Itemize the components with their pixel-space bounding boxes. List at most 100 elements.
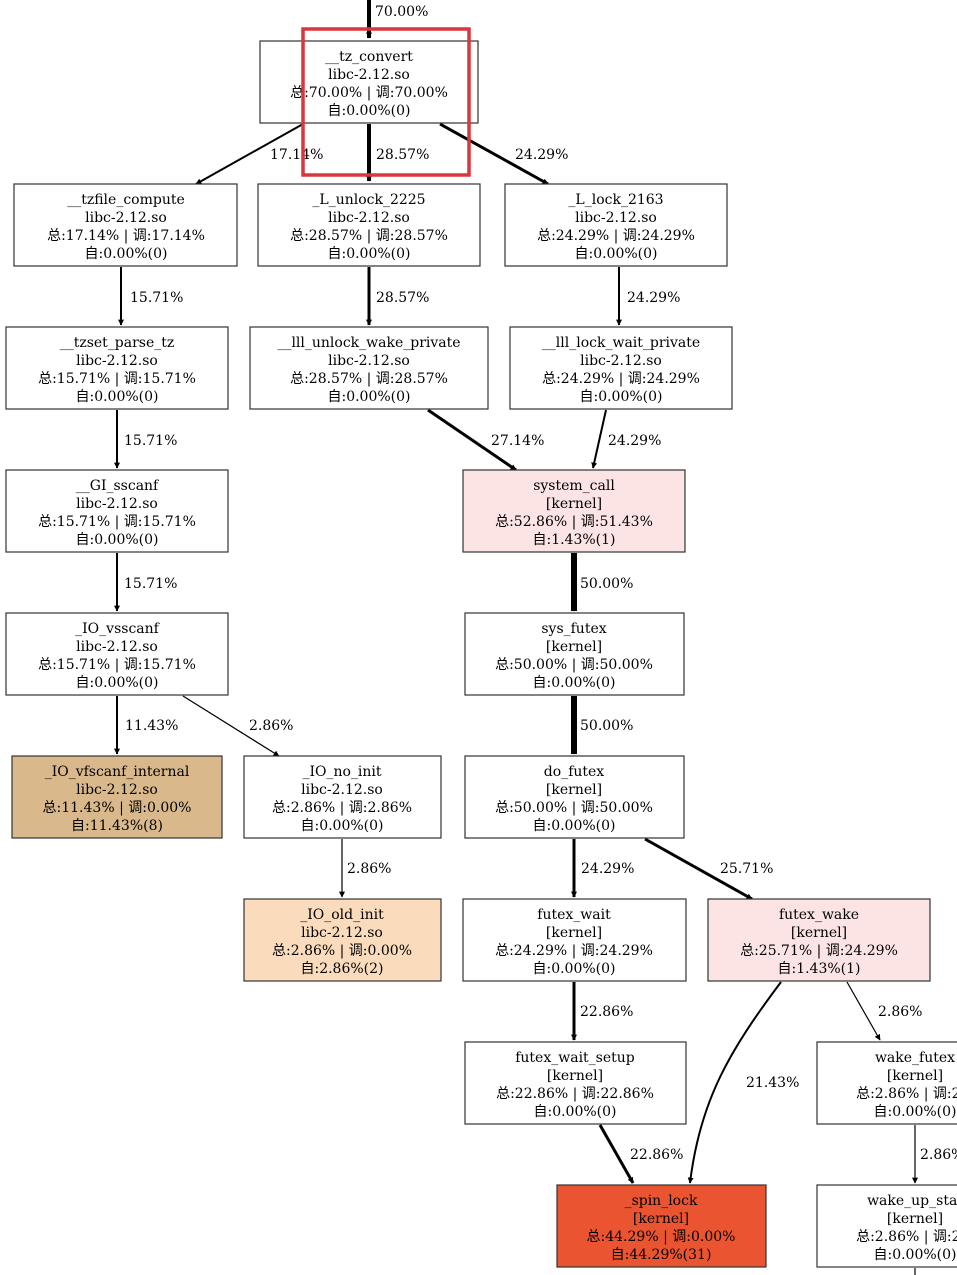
node-total: 总:52.86% | 调:51.43% [495, 514, 653, 530]
node-box [504, 183, 728, 267]
node-box [464, 612, 685, 696]
node-total: 总:44.29% | 调:0.00% [587, 1229, 736, 1245]
node-function-name: do_futex [544, 764, 605, 780]
node-IO_old_init[interactable]: _IO_old_init libc-2.12.so 总:2.86% | 调:0.00… [243, 898, 442, 982]
node-total: 总:24.29% | 调:24.29% [542, 371, 700, 387]
edge-tz_convert-to-L_lock_2163: 24.29% [439, 122, 568, 186]
edge-sys_futex-to-do_futex: 50.00% [571, 696, 633, 755]
node-function-name: __tzfile_compute [67, 192, 185, 208]
node-box [249, 326, 489, 410]
node-total: 总:17.14% | 调:17.14% [47, 228, 205, 244]
node-function-name: _IO_vfscanf_internal [45, 764, 190, 780]
node-lll_unlock_wake_private[interactable]: __lll_unlock_wake_privatelibc-2.12.so总:2… [249, 326, 489, 410]
node-IO_vfscanf_internal[interactable]: _IO_vfscanf_internallibc-2.12.so总:11.43%… [11, 755, 223, 839]
node-module: [kernel] [791, 925, 847, 941]
node-total: 总:28.57% | 调:28.57% [290, 371, 448, 387]
edge-label: 2.86% [878, 1004, 922, 1020]
edge-tz_convert-to-tzfile_compute: 17.14% [195, 123, 323, 185]
edge-IO_vsscanf-to-IO_vfscanf_internal: 11.43% [114, 696, 178, 755]
node-function-name: _L_unlock_2225 [312, 192, 425, 208]
node-box [462, 469, 686, 553]
node-self: 自:0.00%(0) [300, 818, 383, 834]
node-total: 总:15.71% | 调:15.71% [38, 514, 196, 530]
node-do_futex[interactable]: do_futex[kernel]总:50.00% | 调:50.00%自:0.0… [464, 755, 685, 839]
node-self: 自:0.00%(0) [84, 246, 167, 262]
node-wake_up_state[interactable]: wake_up_stat[kernel]总:2.86% | 调:2.8自:0.0… [816, 1184, 957, 1268]
node-module: libc-2.12.so [328, 353, 410, 369]
node-box [556, 1184, 767, 1268]
node-total: 总:50.00% | 调:50.00% [495, 657, 653, 673]
node-self: 自:44.29%(31) [611, 1247, 712, 1263]
edge-label: 24.29% [515, 147, 568, 163]
edge-label: 25.71% [720, 861, 773, 877]
node-module: [kernel] [546, 639, 602, 655]
node-futex_wait[interactable]: futex_wait[kernel]总:24.29% | 调:24.29%自:0… [462, 898, 687, 982]
edge-arrow [195, 123, 304, 185]
node-total: 总:22.86% | 调:22.86% [496, 1086, 654, 1102]
edge-arrow [644, 837, 753, 901]
node-self: 自:0.00%(0) [873, 1104, 956, 1120]
node-module: [kernel] [546, 782, 602, 798]
node-spin_lock[interactable]: _spin_lock[kernel]总:44.29% | 调:0.00%自:44… [556, 1184, 767, 1268]
edge-label: 15.71% [124, 433, 177, 449]
node-total: 总:15.71% | 调:15.71% [38, 657, 196, 673]
node-self: 自:1.43%(1) [777, 961, 860, 977]
edge-label: 50.00% [580, 718, 633, 734]
edge-label: 70.00% [375, 4, 428, 20]
node-sys_futex[interactable]: sys_futex[kernel]总:50.00% | 调:50.00%自:0.… [464, 612, 685, 696]
node-total: 总:2.86% | 调:0.00% [272, 943, 412, 959]
node-futex_wait_setup[interactable]: futex_wait_setup[kernel]总:22.86% | 调:22.… [464, 1041, 687, 1125]
node-self: 自:2.86%(2) [300, 961, 383, 977]
overlay-layer [301, 27, 471, 177]
node-total: 总:24.29% | 调:24.29% [537, 228, 695, 244]
node-futex_wake[interactable]: futex_wake[kernel]总:25.71% | 调:24.29%自:1… [707, 898, 931, 982]
node-self: 自:0.00%(0) [574, 246, 657, 262]
edge-lll_lock_wait_private-to-system_call: 24.29% [591, 409, 661, 469]
node-module: libc-2.12.so [76, 353, 158, 369]
edge-label: 2.86% [249, 718, 293, 734]
node-box [816, 1041, 957, 1125]
node-function-name: wake_futex [875, 1050, 955, 1066]
node-module: libc-2.12.so [76, 496, 158, 512]
edge-tzset_parse_tz-to-GI_sscanf: 15.71% [114, 410, 177, 469]
node-box [462, 898, 687, 982]
node-self: 自:0.00%(0) [327, 389, 410, 405]
node-total: 总:2.86% | 调:2.86% [272, 800, 412, 816]
edge-L_unlock_2225-to-lll_unlock_wake_private: 28.57% [366, 267, 429, 326]
node-function-name: __tz_convert [325, 49, 413, 65]
node-box [5, 469, 229, 553]
node-module: libc-2.12.so [301, 925, 383, 941]
node-total: 总:11.43% | 调:0.00% [43, 800, 192, 816]
node-function-name: _IO_old_init [300, 907, 384, 923]
edge-lll_unlock_wake_private-to-system_call: 27.14% [427, 408, 544, 472]
node-wake_futex[interactable]: wake_futex[kernel]总:2.86% | 调:2.8自:0.00%… [816, 1041, 957, 1125]
node-total: 总:28.57% | 调:28.57% [290, 228, 448, 244]
edge-label: 17.14% [270, 147, 323, 163]
node-module: libc-2.12.so [301, 782, 383, 798]
edge-do_futex-to-futex_wait: 24.29% [571, 839, 634, 898]
edge-futex_wait_setup-to-spin_lock: 22.86% [598, 1124, 683, 1184]
node-self: 自:0.00%(0) [873, 1247, 956, 1263]
node-total: 总:25.71% | 调:24.29% [740, 943, 898, 959]
edge-L_lock_2163-to-lll_lock_wait_private: 24.29% [616, 267, 680, 326]
node-function-name: futex_wait [537, 907, 611, 923]
node-box [464, 1041, 687, 1125]
node-module: libc-2.12.so [575, 210, 657, 226]
edge-label: 50.00% [580, 576, 633, 592]
node-self: 自:0.00%(0) [532, 818, 615, 834]
node-lll_lock_wait_private[interactable]: __lll_lock_wait_privatelibc-2.12.so总:24.… [509, 326, 733, 410]
edge-label: 24.29% [581, 861, 634, 877]
node-system_call[interactable]: system_call[kernel]总:52.86% | 调:51.43%自:… [462, 469, 686, 553]
node-self: 自:0.00%(0) [75, 389, 158, 405]
node-box [11, 755, 223, 839]
